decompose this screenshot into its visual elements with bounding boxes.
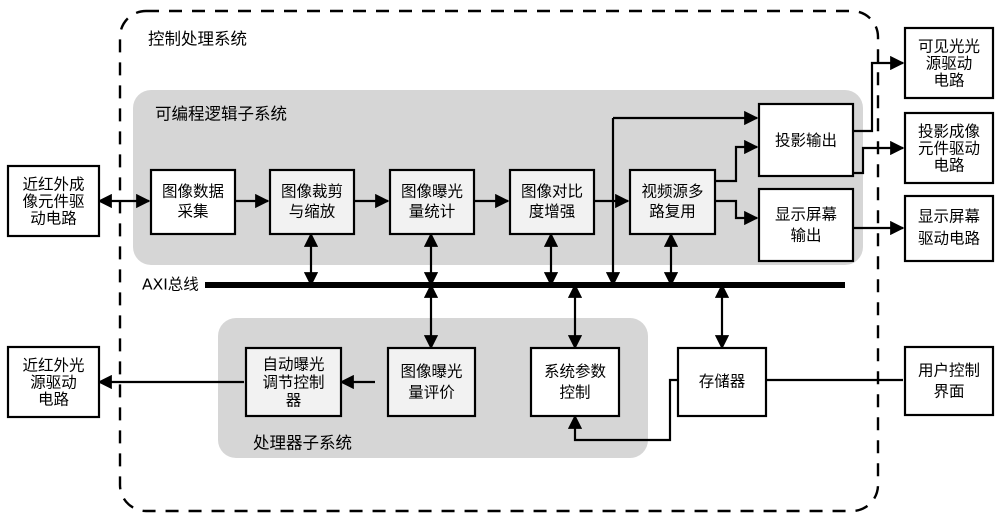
block-display-output[interactable]: 显示屏幕 输出 — [757, 187, 855, 263]
block-visible-light-driver[interactable]: 可见光光 源驱动 电路 — [903, 26, 995, 100]
block-video-mux-line-0: 视频源多 — [641, 183, 703, 201]
block-nir-imaging-driver-line-2: 动电路 — [30, 210, 77, 228]
block-nir-imaging-driver-line-0: 近红外成 — [22, 176, 84, 194]
block-image-exposure-stats-line-0: 图像曝光 — [401, 183, 463, 201]
block-projection-element-driver-line-1: 元件驱动 — [918, 140, 980, 158]
block-user-interface[interactable]: 用户控制 界面 — [903, 345, 995, 417]
block-image-contrast-enhance-line-1: 度增强 — [529, 203, 576, 221]
block-projection-output-line-0: 投影输出 — [775, 132, 837, 150]
block-image-capture-line-1: 采集 — [177, 203, 208, 221]
block-user-interface-line-0: 用户控制 — [918, 362, 980, 380]
block-nir-light-driver-line-2: 电路 — [38, 391, 70, 409]
axi-bus-label: AXI总线 — [142, 276, 199, 294]
block-display-screen-driver[interactable]: 显示屏幕 驱动电路 — [903, 194, 995, 263]
block-projection-element-driver[interactable]: 投影成像 元件驱动 电路 — [903, 111, 995, 185]
block-auto-exposure-controller[interactable]: 自动曝光 调节控制 器 — [244, 346, 343, 418]
block-nir-light-driver-line-0: 近红外光 — [22, 357, 84, 375]
block-system-parameter-control[interactable]: 系统参数 控制 — [529, 346, 621, 418]
block-auto-exposure-controller-line-1: 调节控制 — [262, 374, 324, 392]
block-projection-output[interactable]: 投影输出 — [757, 102, 855, 178]
block-auto-exposure-controller-line-0: 自动曝光 — [262, 356, 324, 374]
block-nir-imaging-driver-line-1: 像元件驱 — [22, 193, 84, 211]
control-processing-system-boundary — [118, 9, 880, 513]
block-image-crop-scale[interactable]: 图像裁剪 与缩放 — [268, 168, 356, 236]
block-image-capture-line-0: 图像数据 — [162, 183, 224, 201]
block-image-exposure-eval[interactable]: 图像曝光 量评价 — [386, 346, 477, 418]
block-image-exposure-stats-line-1: 量统计 — [409, 203, 456, 221]
block-auto-exposure-controller-line-2: 器 — [286, 392, 302, 410]
block-video-mux[interactable]: 视频源多 路复用 — [628, 168, 717, 236]
block-display-screen-driver-line-0: 显示屏幕 — [918, 208, 981, 226]
block-image-exposure-eval-line-0: 图像曝光 — [400, 363, 462, 381]
control-processing-system-label: 控制处理系统 — [148, 30, 247, 49]
block-video-mux-line-1: 路复用 — [649, 203, 696, 221]
block-image-contrast-enhance[interactable]: 图像对比 度增强 — [508, 168, 596, 236]
block-system-parameter-control-line-1: 控制 — [559, 384, 590, 402]
block-user-interface-line-1: 界面 — [933, 383, 964, 401]
block-visible-light-driver-line-2: 电路 — [933, 72, 965, 90]
block-nir-light-driver[interactable]: 近红外光 源驱动 电路 — [6, 345, 101, 419]
edge-video-mux-to-projection — [715, 139, 759, 183]
block-image-capture[interactable]: 图像数据 采集 — [149, 168, 237, 236]
block-display-screen-driver-line-1: 驱动电路 — [918, 230, 981, 248]
edge-projection-to-visible-light-driver — [853, 55, 905, 133]
block-image-crop-scale-line-1: 与缩放 — [289, 203, 336, 221]
block-visible-light-driver-line-0: 可见光光 — [918, 38, 980, 56]
block-projection-element-driver-line-0: 投影成像 — [918, 123, 981, 141]
block-memory-line-0: 存储器 — [699, 373, 746, 391]
edge-video-mux-to-display — [715, 199, 759, 226]
block-projection-element-driver-line-2: 电路 — [933, 157, 965, 175]
block-nir-light-driver-line-1: 源驱动 — [30, 374, 77, 392]
block-image-exposure-stats[interactable]: 图像曝光 量统计 — [388, 168, 476, 236]
programmable-logic-subsystem-label: 可编程逻辑子系统 — [155, 105, 287, 124]
block-nir-imaging-driver[interactable]: 近红外成 像元件驱 动电路 — [6, 164, 101, 238]
block-visible-light-driver-line-1: 源驱动 — [926, 55, 973, 73]
processor-subsystem-label: 处理器子系统 — [253, 434, 352, 453]
edge-projection-to-element-driver — [853, 140, 905, 175]
block-image-crop-scale-line-0: 图像裁剪 — [281, 183, 343, 201]
block-display-output-line-0: 显示屏幕 — [775, 206, 838, 224]
block-image-contrast-enhance-line-0: 图像对比 — [521, 183, 583, 201]
block-image-exposure-eval-line-1: 量评价 — [408, 384, 455, 402]
block-system-parameter-control-line-0: 系统参数 — [544, 363, 607, 381]
block-display-output-line-1: 输出 — [790, 227, 821, 245]
block-memory[interactable]: 存储器 — [676, 346, 768, 418]
